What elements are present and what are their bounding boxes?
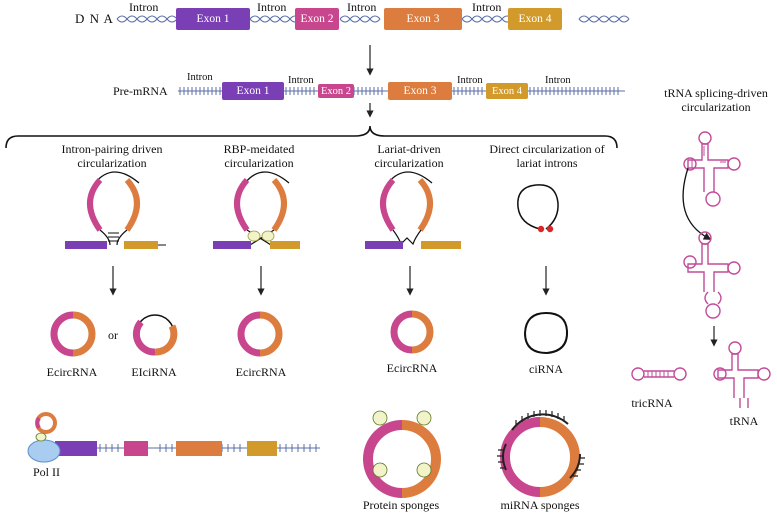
premrna-exon-1: Exon 1 xyxy=(222,82,284,100)
premrna-intron-label-3: Intron xyxy=(457,75,483,86)
mirna-sponges-label: miRNA sponges xyxy=(500,498,580,512)
dna-intron-label-3: Intron xyxy=(347,0,377,14)
product-trna: tRNA xyxy=(729,414,759,428)
pol-ii-label: Pol II xyxy=(33,465,60,479)
intron-pairing-schematic xyxy=(65,171,166,249)
lariat-intron-schematic xyxy=(517,184,559,233)
dna-exon-2: Exon 2 xyxy=(295,8,339,30)
premrna-intron-label-1: Intron xyxy=(187,72,213,83)
dna-intron-label-1: Intron xyxy=(129,0,159,14)
dna-exon-4: Exon 4 xyxy=(508,8,562,30)
dna-helix xyxy=(116,15,630,23)
trna-mature xyxy=(713,341,771,408)
product-tricrna: tricRNA xyxy=(631,396,673,410)
mechanism-title-lariat: Lariat-driven circularization xyxy=(374,142,444,170)
premrna-label: Pre-mRNA xyxy=(113,84,168,98)
mechanism-title-lariat-intron: Direct circularization of lariat introns xyxy=(489,142,605,170)
product-or-connector: or xyxy=(108,328,118,342)
product-cirna: ciRNA xyxy=(529,362,563,376)
pol-ii-transcription xyxy=(27,412,320,463)
dna-intron-label-4: Intron xyxy=(472,0,502,14)
dna-exon-1: Exon 1 xyxy=(176,8,250,30)
protein-sponges-label: Protein sponges xyxy=(362,498,440,512)
rbp-schematic xyxy=(213,171,300,249)
tricrna-shape xyxy=(631,367,687,381)
eicirna-ring xyxy=(132,314,178,356)
trna-precursor xyxy=(683,131,741,207)
premrna-intron-label-2: Intron xyxy=(288,75,314,86)
premrna-exon-2: Exon 2 xyxy=(318,84,354,98)
mechanism-title-intron-pairing: Intron-pairing driven circularization xyxy=(61,142,163,170)
flow-arrows xyxy=(109,45,718,347)
ecircrna-ring-1 xyxy=(50,311,96,357)
dna-intron-label-2: Intron xyxy=(257,0,287,14)
lariat-schematic xyxy=(365,171,461,249)
ecircrna-ring-2 xyxy=(237,311,283,357)
mechanism-title-rbp: RBP-meidated circularization xyxy=(223,142,295,170)
cirna-ring xyxy=(523,312,569,355)
dna-exon-3: Exon 3 xyxy=(384,8,462,30)
trna-title: tRNA splicing-driven circularization xyxy=(664,86,768,114)
mirna-sponge xyxy=(497,410,585,497)
premrna-exon-3: Exon 3 xyxy=(388,82,452,100)
dna-label: D N A xyxy=(75,11,114,26)
premrna-exon-4: Exon 4 xyxy=(486,83,528,99)
product-eicirna: EIciRNA xyxy=(131,365,177,379)
ecircrna-ring-3 xyxy=(390,310,434,354)
protein-sponge xyxy=(363,410,441,498)
product-ecircrna-2: EcircRNA xyxy=(235,365,287,379)
mechanism-brace xyxy=(5,125,618,149)
premrna-intron-label-4: Intron xyxy=(545,75,571,86)
product-ecircrna-1: EcircRNA xyxy=(46,365,98,379)
trna-spliced xyxy=(683,231,741,319)
product-ecircrna-3: EcircRNA xyxy=(386,361,438,375)
